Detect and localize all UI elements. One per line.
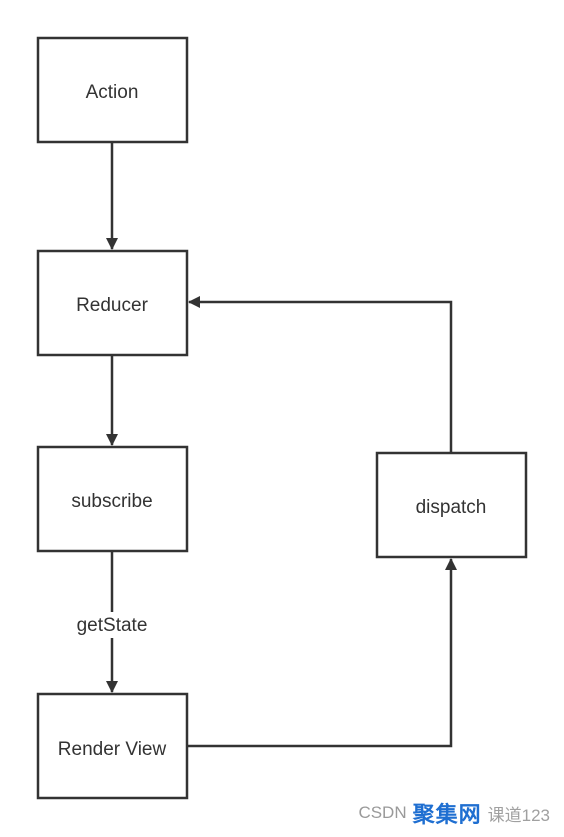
edge-label-getstate-text: getState [77,615,148,636]
node-render-view: Render View [36,692,189,800]
node-dispatch-label: dispatch [416,497,487,518]
edge-dispatch-to-reducer [188,296,453,453]
node-subscribe: subscribe [36,445,189,553]
watermark: CSDN 聚集网 课道123 [358,797,550,829]
node-dispatch: dispatch [375,451,528,559]
watermark-brand: 聚集网 [412,802,482,827]
node-reducer: Reducer [36,249,189,357]
watermark-csdn: CSDN [358,803,407,822]
node-action-label: Action [86,82,139,103]
edge-render-view-to-dispatch [187,558,457,748]
node-render-view-label: Render View [58,739,167,760]
watermark-author: 课道123 [487,805,550,825]
node-reducer-label: Reducer [76,295,148,316]
node-subscribe-label: subscribe [71,491,152,512]
node-action: Action [36,36,189,144]
edge-label-getstate: getState [73,612,151,638]
